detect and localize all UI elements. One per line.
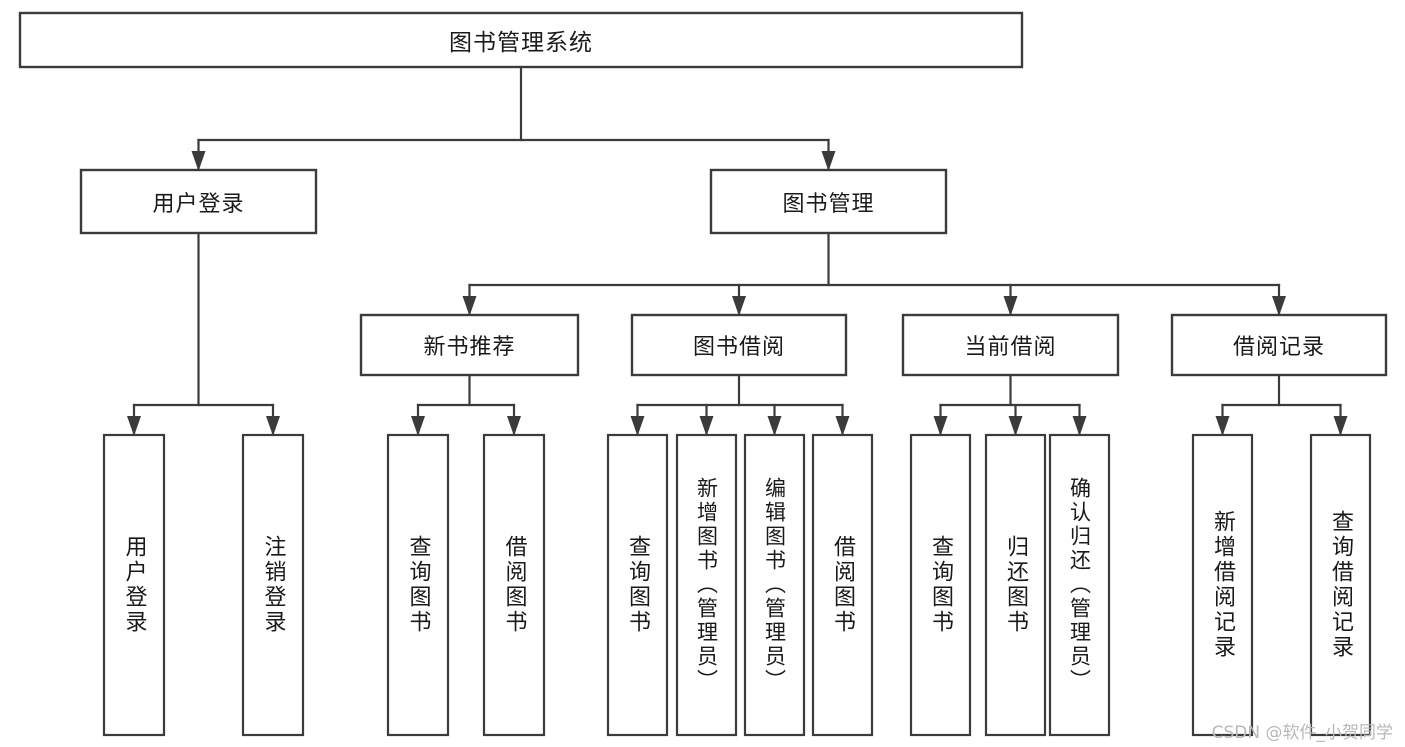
arrow-head-icon — [933, 416, 948, 436]
arrow-head-icon — [127, 416, 141, 436]
node-new-book-rec[interactable] — [359, 313, 580, 377]
connector-lines — [127, 65, 1348, 436]
arrow-head-icon — [191, 151, 206, 171]
node-leaf-logout[interactable] — [241, 433, 305, 737]
node-user-login[interactable] — [79, 168, 318, 235]
node-leaf-query-record[interactable] — [1309, 433, 1372, 737]
node-book-manage[interactable] — [709, 168, 948, 235]
arrow-head-icon — [411, 416, 425, 436]
arrow-head-icon — [835, 416, 850, 436]
watermark-text: CSDN @软件_小贺同学 — [1211, 723, 1393, 743]
arrow-head-icon — [821, 151, 836, 171]
arrow-head-icon — [1008, 416, 1023, 436]
node-leaf-query-book-2[interactable] — [606, 433, 669, 737]
node-leaf-confirm-return[interactable] — [1048, 433, 1111, 737]
node-leaf-query-book-1[interactable] — [386, 433, 450, 737]
arrow-head-icon — [1072, 416, 1087, 436]
arrow-head-icon — [767, 416, 782, 436]
node-leaf-query-book-3[interactable] — [909, 433, 972, 737]
node-leaf-add-book[interactable] — [675, 433, 738, 737]
node-leaf-borrow-book-2[interactable] — [811, 433, 874, 737]
node-current-borrow[interactable] — [901, 313, 1120, 377]
arrow-head-icon — [630, 416, 645, 436]
node-boxes — [18, 11, 1388, 737]
arrow-head-icon — [507, 416, 521, 436]
arrow-head-icon — [1215, 416, 1230, 436]
node-borrow-record[interactable] — [1170, 313, 1388, 377]
node-leaf-user-login[interactable] — [102, 433, 166, 737]
node-leaf-add-record[interactable] — [1191, 433, 1254, 737]
node-book-borrow[interactable] — [630, 313, 848, 377]
arrow-head-icon — [1272, 296, 1286, 316]
node-leaf-edit-book[interactable] — [743, 433, 806, 737]
arrow-head-icon — [266, 416, 280, 436]
arrow-head-icon — [732, 296, 746, 316]
node-leaf-borrow-book-1[interactable] — [482, 433, 546, 737]
node-root-root[interactable] — [18, 11, 1024, 69]
arrow-head-icon — [462, 296, 477, 316]
node-leaf-return-book[interactable] — [984, 433, 1047, 737]
arrow-head-icon — [1003, 296, 1018, 316]
arrow-head-icon — [699, 416, 714, 436]
arrow-head-icon — [1333, 416, 1348, 436]
